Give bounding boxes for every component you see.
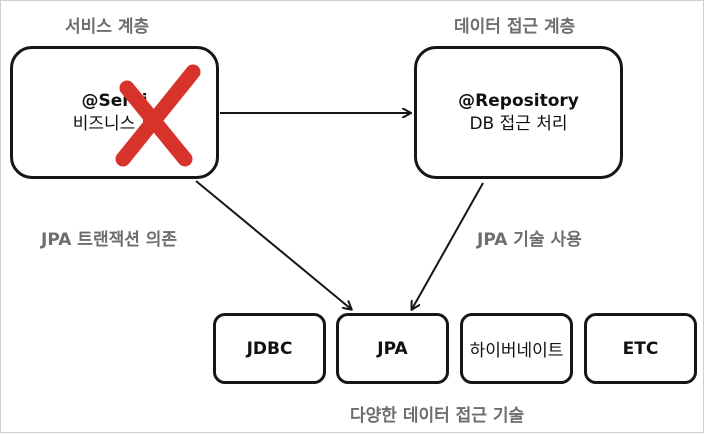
service-box: @Servi 비즈니스 로 (10, 46, 219, 179)
arrow-service-to-jpa (195, 180, 351, 309)
technologies-caption: 다양한 데이터 접근 기술 (350, 406, 525, 426)
jpa-tech-usage-label: JPA 기술 사용 (477, 230, 582, 250)
tech-label-etc: ETC (622, 338, 659, 359)
tech-box-jpa: JPA (336, 313, 449, 384)
tech-label-jpa: JPA (377, 338, 408, 359)
tech-box-jdbc: JDBC (213, 313, 326, 384)
data-access-layer-title: 데이터 접근 계층 (454, 17, 576, 37)
repository-annotation: @Repository (458, 90, 579, 111)
jpa-transaction-dependency-label: JPA 트랜잭션 의존 (41, 230, 178, 250)
arrow-repository-to-jpa (412, 182, 484, 309)
repository-box: @Repository DB 접근 처리 (414, 46, 623, 179)
tech-label-hibernate: 하이버네이트 (469, 341, 564, 361)
tech-box-hibernate: 하이버네이트 (460, 313, 573, 384)
tech-label-jdbc: JDBC (246, 338, 293, 359)
service-annotation: @Servi (81, 90, 148, 111)
tech-box-etc: ETC (584, 313, 697, 384)
repository-description: DB 접근 처리 (469, 113, 568, 134)
service-description: 비즈니스 로 (72, 113, 157, 134)
service-layer-title: 서비스 계층 (65, 17, 150, 37)
